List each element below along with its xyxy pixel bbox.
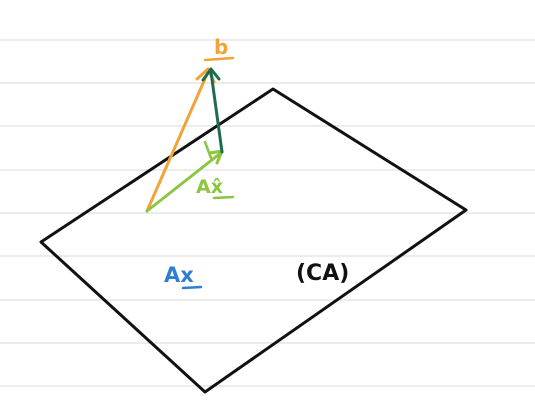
- ruled-lines: [0, 39, 535, 387]
- b-underline: [203, 56, 235, 62]
- column-space-label: (CA): [296, 261, 349, 286]
- projection-underline: [212, 195, 235, 200]
- vector-b-label: b: [214, 35, 228, 59]
- column-space-plane: [39, 87, 468, 394]
- error-vector-arrow: [201, 67, 224, 154]
- projection-label: Ax̂: [196, 176, 223, 198]
- subspace-point-underline: [181, 285, 203, 290]
- subspace-point-label: Ax: [164, 263, 194, 287]
